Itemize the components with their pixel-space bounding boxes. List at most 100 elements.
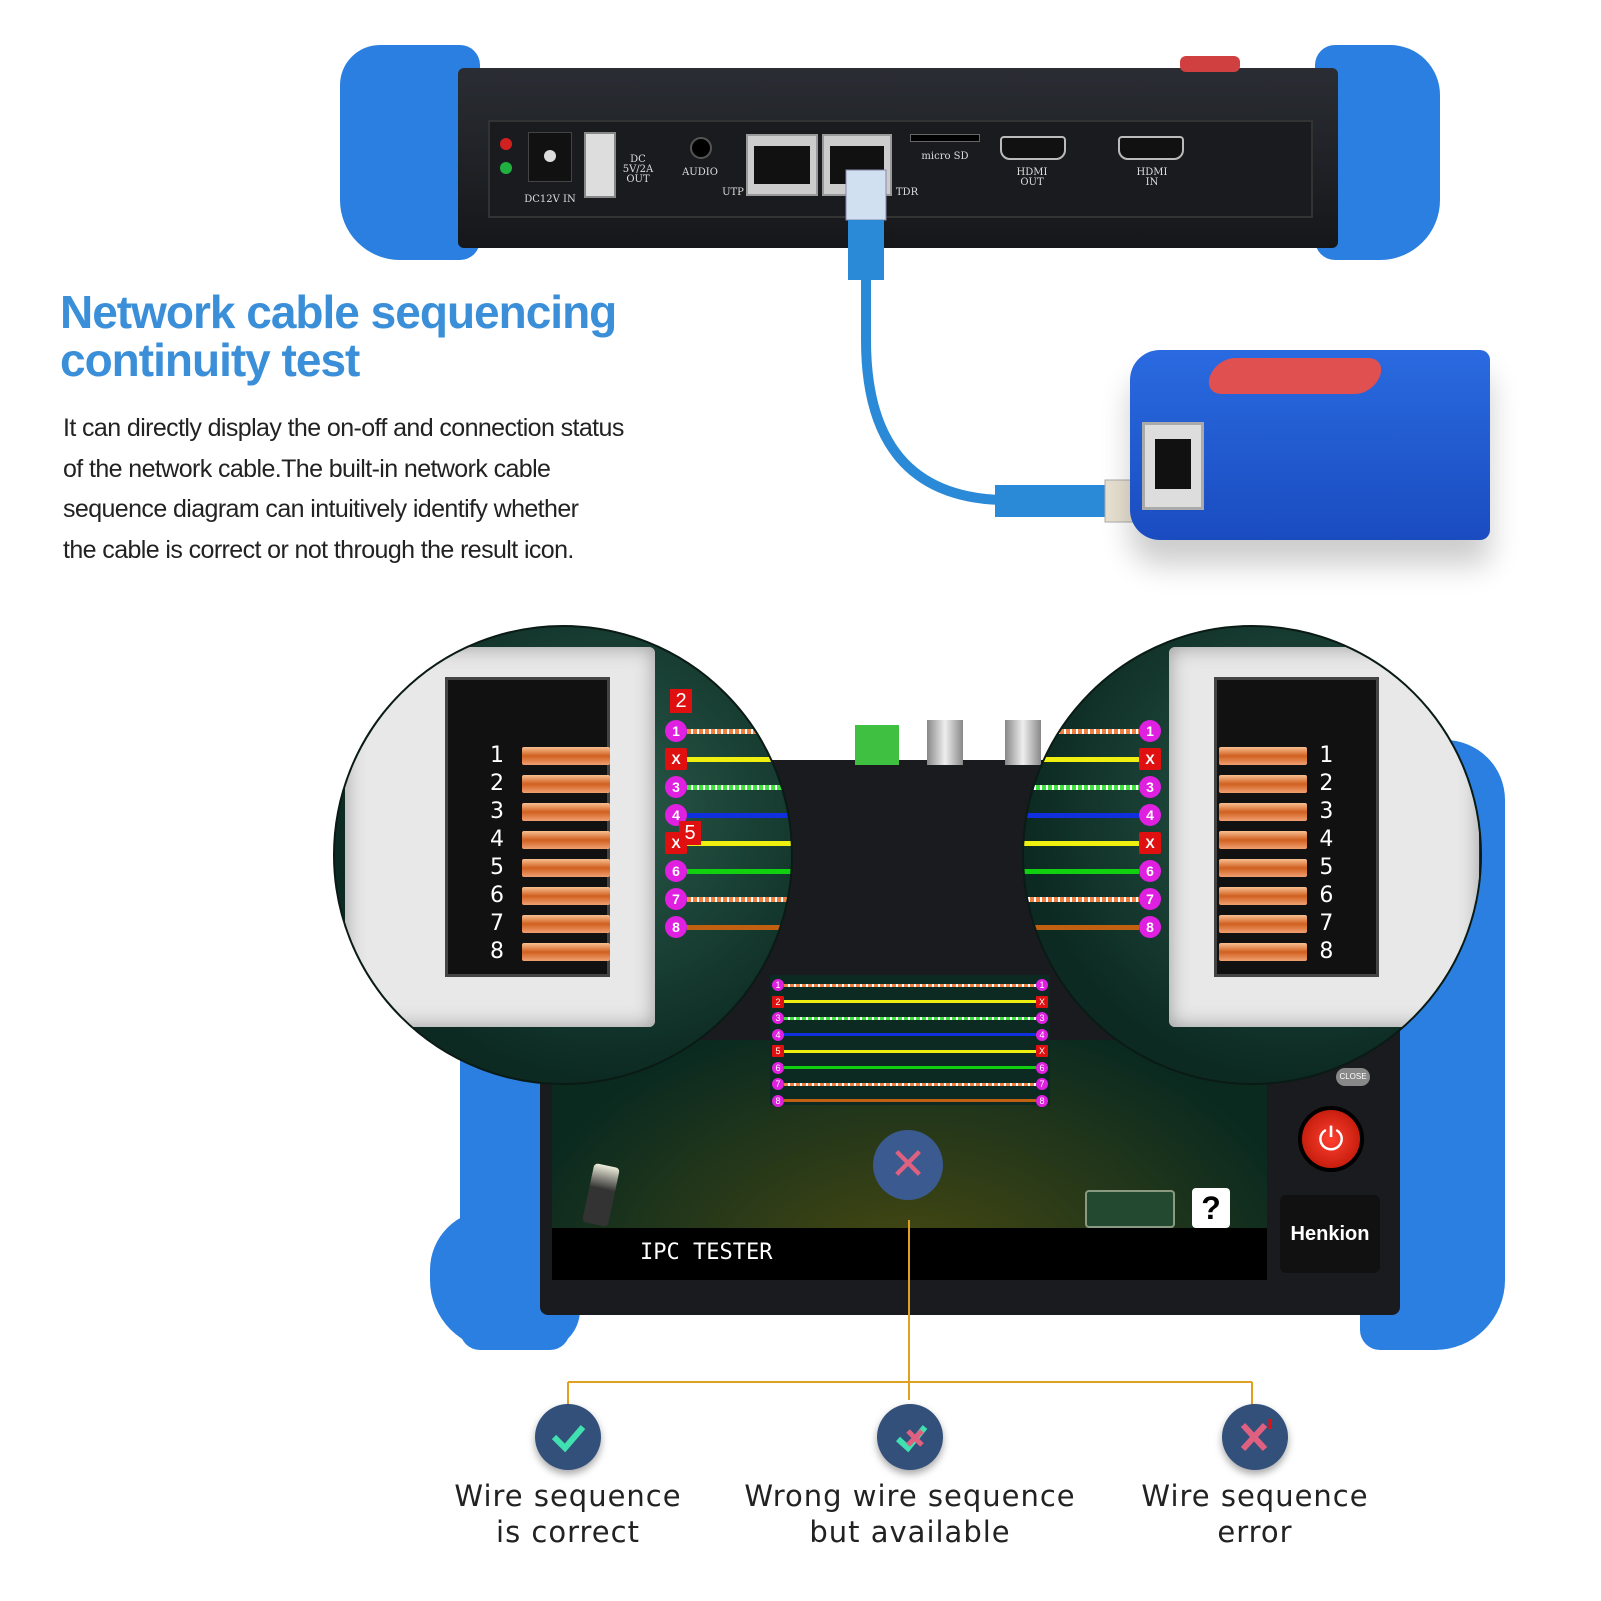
- dc-in-jack[interactable]: [528, 132, 572, 182]
- wire-row: 3: [665, 773, 791, 801]
- power-button[interactable]: ⏻: [1298, 1106, 1364, 1172]
- hdmi-in-port[interactable]: [1118, 136, 1184, 160]
- pin-number: 3: [490, 799, 504, 824]
- title-line-2: continuity test: [60, 334, 360, 386]
- pin-row: 3: [1219, 798, 1339, 826]
- pin-row: 4: [490, 826, 610, 854]
- wire-line: [1024, 924, 1139, 930]
- pin-contact: [1219, 859, 1308, 877]
- check-cross-icon: [877, 1404, 943, 1470]
- pin-dot: 5: [772, 1045, 784, 1057]
- wire-line: [1024, 840, 1139, 846]
- legend-line: Wrong wire sequence: [744, 1479, 1076, 1513]
- hdmi-out-port[interactable]: [1000, 136, 1066, 160]
- pin-status-dot: 1: [665, 720, 687, 742]
- tester-device-top: DC12V IN DC 5V/2A OUT AUDIO UTP TDR micr…: [340, 40, 1450, 270]
- utp-port[interactable]: [746, 134, 818, 196]
- pin-status-dot: 4: [1139, 804, 1161, 826]
- app-title: IPC TESTER: [640, 1240, 773, 1265]
- close-button[interactable]: CLOSE: [1336, 1068, 1370, 1086]
- dc-out-line: 5V/2A: [622, 164, 654, 175]
- pin-contact: [521, 775, 610, 793]
- description-line: the cable is correct or not through the …: [63, 535, 574, 564]
- pin-row: 5: [490, 854, 610, 882]
- help-button[interactable]: ?: [1192, 1188, 1230, 1228]
- wire-line: [784, 1000, 1036, 1003]
- pin-error-marker: X: [1139, 748, 1161, 770]
- wire-row: 7: [1024, 885, 1164, 913]
- pin-contact: [521, 747, 610, 765]
- cross-icon: [1222, 1404, 1288, 1470]
- legend-line: error: [1217, 1515, 1293, 1549]
- wire-row: 6: [665, 857, 791, 885]
- audio-jack[interactable]: [690, 137, 712, 159]
- legend-line: Wire sequence: [454, 1479, 682, 1513]
- pin-status-dot: 7: [1139, 888, 1161, 910]
- wire-line: [1024, 728, 1139, 734]
- wire-row: X: [1024, 745, 1164, 773]
- wire-line: [784, 1082, 1036, 1086]
- pin-contact: [1219, 775, 1308, 793]
- wire-row: 4: [1024, 801, 1164, 829]
- utp-label: UTP: [722, 187, 744, 198]
- wire-row: X: [1024, 829, 1164, 857]
- led-green-icon: [500, 162, 512, 174]
- remote-rj45-port[interactable]: [1142, 422, 1204, 510]
- pin-dot: 8: [1036, 1094, 1048, 1107]
- wire-line: [687, 840, 791, 846]
- pin-dot: 2: [772, 995, 784, 1008]
- wire-row: X: [665, 745, 791, 773]
- legend-line: is correct: [496, 1515, 640, 1549]
- wire-line: [1024, 756, 1139, 762]
- title-line-1: Network cable sequencing: [60, 286, 617, 338]
- pin-dot: 4: [772, 1028, 784, 1041]
- terminal-block: [855, 725, 899, 765]
- pin-number: 4: [490, 827, 504, 852]
- pin-row: 5: [1219, 854, 1339, 882]
- pin-row: 2: [490, 770, 610, 798]
- pin-row: 3: [490, 798, 610, 826]
- pin-number: 2: [1319, 771, 1334, 796]
- pin-row: 6: [1219, 882, 1339, 910]
- pin-dot: 1: [1036, 979, 1048, 991]
- pin-contact: [521, 887, 610, 905]
- pin-dot: 8: [772, 1094, 784, 1107]
- usb-port[interactable]: [584, 132, 616, 198]
- audio-label: AUDIO: [682, 167, 718, 178]
- wire-line: [687, 896, 791, 902]
- hdmi-out-line: HDMI: [1016, 167, 1048, 178]
- hdmi-in-line: IN: [1145, 177, 1159, 188]
- dc-out-line: DC: [630, 154, 646, 165]
- screen-blank-button[interactable]: [1085, 1190, 1175, 1228]
- micro-sd-slot[interactable]: [910, 134, 980, 142]
- wire-row: 8: [1024, 913, 1164, 941]
- micro-sd-label: micro SD: [921, 151, 969, 162]
- error-badge: 5: [679, 821, 701, 845]
- pin-contact: [521, 943, 610, 961]
- dc-out-line: OUT: [626, 174, 650, 185]
- description-line: sequence diagram can intuitively identif…: [63, 495, 579, 523]
- pin-contact: [521, 831, 610, 849]
- wire-line: [784, 1099, 1036, 1102]
- top-red-button[interactable]: [1180, 56, 1240, 72]
- pin-status-dot: 1: [1139, 720, 1161, 742]
- result-error-icon: ✕: [873, 1130, 943, 1200]
- pin-status-dot: 8: [1139, 916, 1161, 938]
- pin-status-dot: 6: [665, 860, 687, 882]
- description: It can directly display the on-off and c…: [63, 408, 703, 570]
- pin-number: 1: [490, 743, 504, 768]
- wire-line: [784, 1033, 1036, 1036]
- pin-row: 2: [1219, 770, 1339, 798]
